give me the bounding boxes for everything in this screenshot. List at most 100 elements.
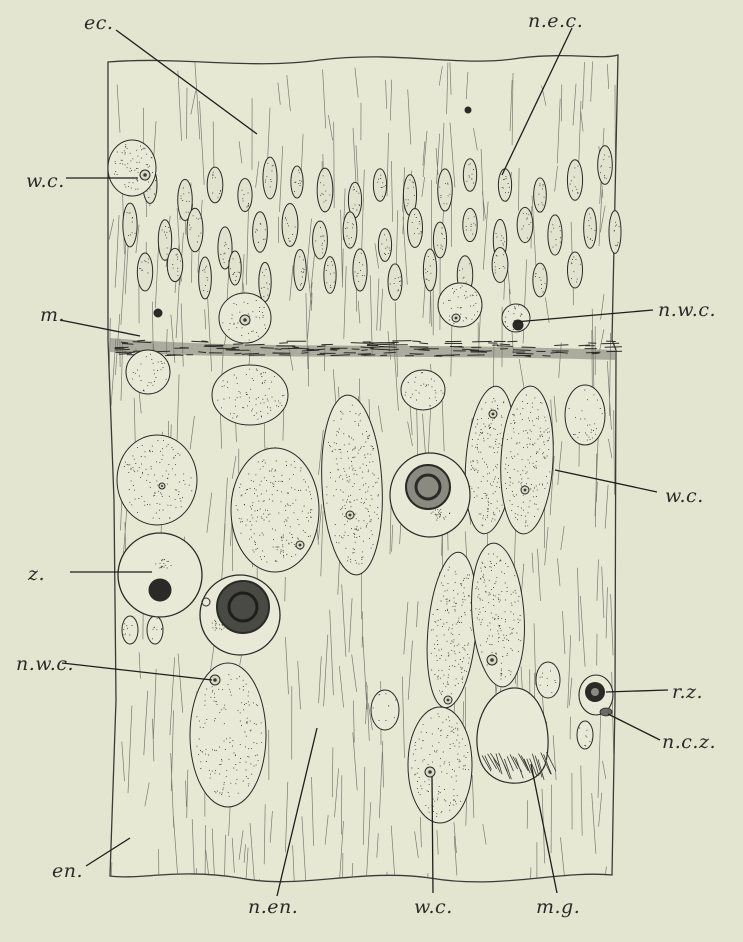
- nucleus-outline: [291, 166, 303, 198]
- cell-outline: [126, 350, 170, 394]
- nucleolus: [243, 318, 247, 322]
- label-nen: n.en.: [248, 896, 298, 918]
- ectoderm-nucleus: [291, 166, 303, 198]
- nucleus-outline: [199, 257, 212, 299]
- zooxanthella: [149, 579, 171, 601]
- ectoderm-nucleus: [548, 215, 562, 255]
- nucleus-outline: [259, 262, 271, 301]
- ectoderm-nucleus: [353, 249, 367, 291]
- endoderm-cell: [190, 663, 266, 807]
- nucleus-outline: [533, 263, 547, 297]
- ectoderm-nucleus: [517, 207, 533, 242]
- nucleus-outline: [263, 157, 277, 199]
- ectoderm-nucleus: [199, 257, 212, 299]
- ectoderm-nucleus: [207, 167, 223, 203]
- reproductive-zooxanthella: [579, 675, 613, 716]
- nucleolus: [161, 485, 163, 487]
- nucleolus: [455, 317, 458, 320]
- ectoderm-nucleus: [407, 209, 422, 248]
- nucleolus: [428, 770, 432, 774]
- nucleus-outline: [343, 212, 357, 248]
- endoderm-cell: [231, 448, 319, 572]
- ectoderm-nucleus: [609, 211, 621, 254]
- wandering-cell: [502, 304, 530, 332]
- ectoderm-nucleus: [388, 264, 402, 300]
- ectoderm-nucleus: [229, 251, 241, 285]
- ectoderm-nucleus: [534, 178, 547, 212]
- nucleus-outline: [167, 248, 182, 281]
- label-nwc-right: n.w.c.: [658, 299, 716, 321]
- nucleus-outline: [598, 146, 613, 185]
- ectoderm-nucleus: [294, 249, 306, 290]
- label-m: m.: [40, 304, 65, 326]
- ectoderm-nucleus: [263, 157, 277, 199]
- nucleus-outline: [378, 229, 391, 262]
- cell-outline: [122, 616, 138, 644]
- cell-outline: [438, 283, 482, 327]
- label-ec: ec.: [84, 12, 113, 34]
- cell-outline: [231, 448, 319, 572]
- ectoderm-nucleus: [584, 208, 597, 249]
- ectoderm-nucleus: [378, 229, 391, 262]
- nucleus-outline: [373, 169, 386, 201]
- label-wc-right: w.c.: [665, 485, 704, 507]
- ectoderm-nucleus: [373, 169, 386, 201]
- ectoderm-nucleus: [492, 247, 508, 282]
- cell-outline: [577, 721, 593, 749]
- label-rz: r.z.: [672, 681, 703, 703]
- ectoderm-nucleus: [598, 146, 613, 185]
- endoderm-cell: [212, 365, 288, 425]
- nucleus-outline: [294, 249, 306, 290]
- ectoderm-nucleus: [533, 263, 547, 297]
- ectoderm-nucleus: [167, 248, 182, 281]
- nucleus-outline: [438, 169, 452, 211]
- nucleus-outline: [282, 204, 298, 247]
- label-z: z.: [28, 563, 45, 585]
- cell-outline: [408, 707, 472, 823]
- nucleolus: [447, 699, 450, 702]
- zooxanthella-center: [591, 688, 599, 696]
- ectoderm-nucleus: [463, 159, 476, 192]
- nucleus-outline: [609, 211, 621, 254]
- nucleus-outline: [317, 168, 333, 212]
- nucleus-outline: [567, 252, 582, 288]
- wandering-cell: [219, 293, 271, 343]
- ectoderm-nucleus: [423, 249, 436, 291]
- label-ncz: n.c.z.: [662, 731, 716, 753]
- ectoderm-nucleus: [238, 178, 252, 211]
- zooxanthella-cell: [118, 533, 202, 617]
- ectoderm-nucleus: [567, 252, 582, 288]
- ectoderm-nucleus: [317, 168, 333, 212]
- zooxanthella-cell: [200, 575, 280, 655]
- nucleus-outline: [253, 212, 268, 252]
- nucleus-outline: [534, 178, 547, 212]
- nucleus-outline: [584, 208, 597, 249]
- wandering-cell: [438, 283, 482, 327]
- nucleus-outline: [207, 167, 223, 203]
- nucleus: [154, 309, 162, 317]
- ectoderm-nucleus: [313, 221, 328, 259]
- label-wc-top: w.c.: [26, 170, 65, 192]
- ectoderm-nucleus: [567, 160, 582, 201]
- nucleus-outline: [324, 257, 336, 294]
- nucleus-outline: [517, 207, 533, 242]
- cell-outline: [371, 690, 399, 730]
- nucleus-outline: [238, 178, 252, 211]
- nucleolus: [490, 658, 494, 662]
- ectoderm-nucleus: [253, 212, 268, 252]
- nucleus-outline: [353, 249, 367, 291]
- endoderm-cell: [122, 616, 138, 644]
- endoderm-cell: [126, 350, 170, 394]
- ectoderm-nucleus: [282, 204, 298, 247]
- nucleolus: [492, 413, 495, 416]
- nucleus: [465, 107, 471, 113]
- nucleus-outline: [187, 208, 203, 252]
- nucleus-outline: [548, 215, 562, 255]
- nucleus-outline: [137, 253, 152, 291]
- endoderm-cell: [536, 662, 560, 698]
- nucleus-outline: [567, 160, 582, 201]
- ectoderm-nucleus: [498, 169, 511, 201]
- nucleus-outline: [388, 264, 402, 300]
